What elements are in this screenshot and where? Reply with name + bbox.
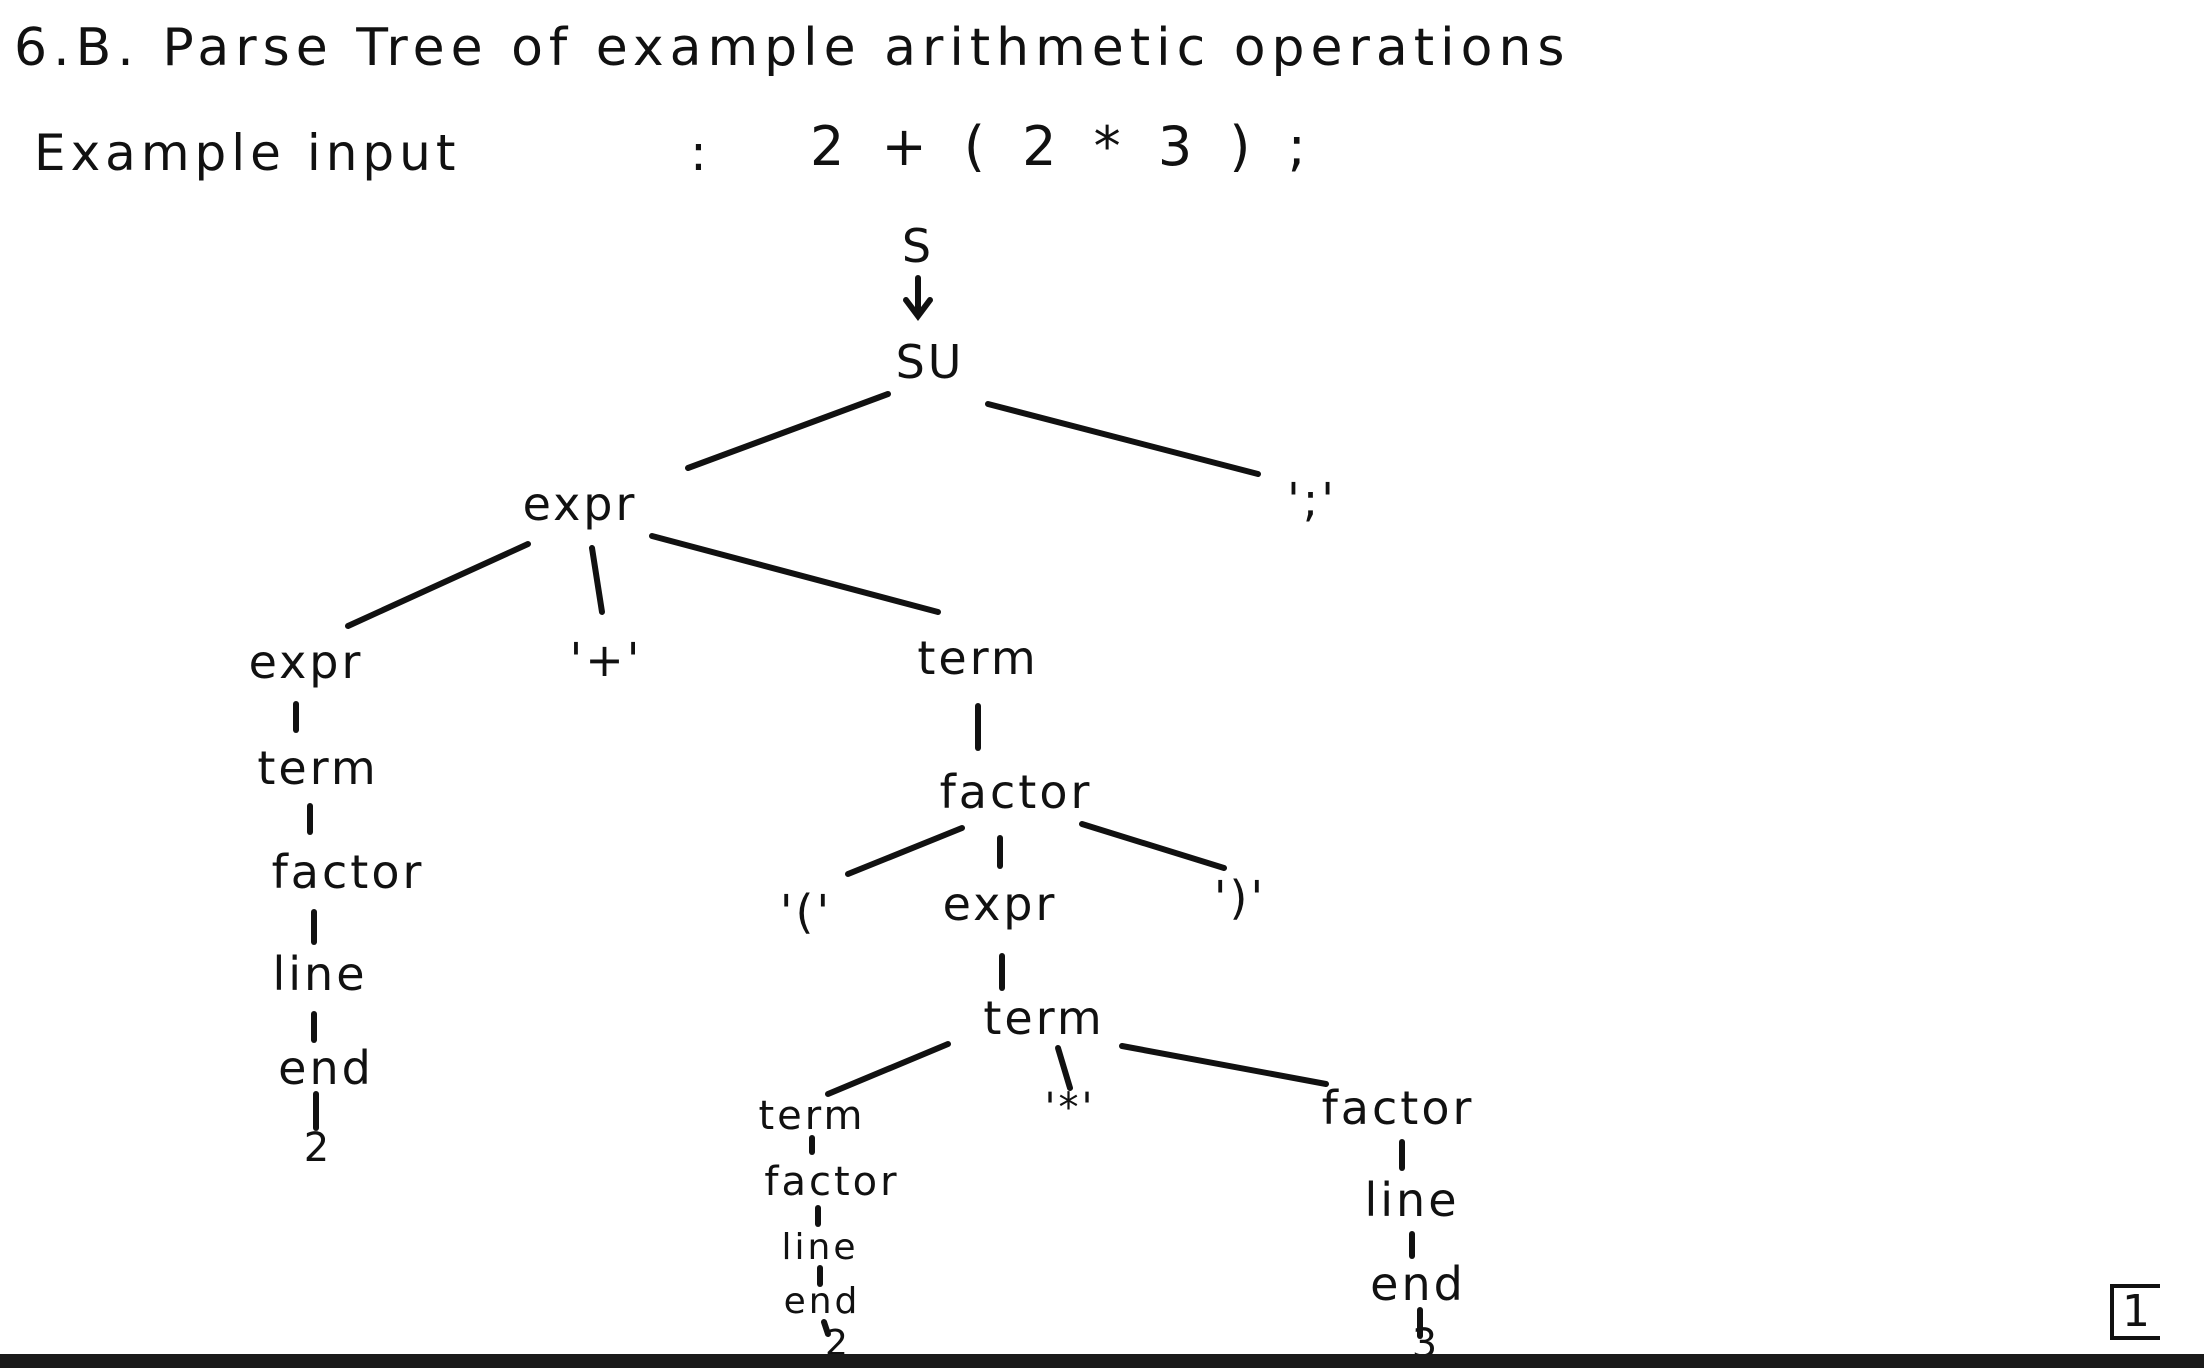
node-ml-line: line [781,1227,859,1268]
node-mr-end: end [1370,1257,1466,1311]
node-left-term: term [257,741,379,795]
page-number-box [2110,1284,2160,1340]
node-s: S [901,219,935,273]
node-ml-value: 2 [825,1323,851,1364]
page-title: 6.B. Parse Tree of example arithmetic op… [14,18,1571,78]
node-left-factor: factor [271,845,425,899]
node-expr-top: expr [522,477,638,531]
node-term-right: term [917,631,1039,685]
node-rparen: ')' [1213,871,1267,925]
node-term-inner: term [983,991,1105,1045]
edge-factor-lparen [845,825,965,877]
edge-term-star [1055,1045,1073,1091]
node-expr-left: expr [248,635,364,689]
edge-expr-expr [345,541,531,629]
example-input-label: Example input [34,124,461,182]
node-left-line: line [272,947,368,1001]
edge-su-semicolon [985,401,1261,477]
edge-s-su-arrowhead [903,297,933,321]
example-input-value: 2 + ( 2 * 3 ) ; [810,115,1316,178]
page-number: 1 [2122,1286,2150,1337]
example-input-colon: : [690,124,707,182]
edge-factor-rparen [1079,821,1227,871]
node-plus: '+' [569,633,643,687]
node-mr-line: line [1364,1173,1460,1227]
edge-expr-plus [589,545,605,615]
node-factor-paren: factor [939,765,1093,819]
edge-expr-term [649,533,941,615]
node-lparen: '(' [779,885,833,939]
node-semicolon: ';' [1287,473,1337,527]
edge-ml-end-value [821,1319,831,1337]
node-su: SU [895,335,965,389]
node-expr-inner: expr [942,877,1058,931]
edge-term-factor-right [1119,1043,1329,1087]
node-term-mul-left: term [758,1093,866,1139]
edge-su-expr [685,391,891,471]
node-ml-factor: factor [764,1159,900,1205]
node-ml-end: end [783,1281,861,1322]
node-left-end: end [278,1041,374,1095]
node-left-value: 2 [303,1125,333,1171]
node-star: '*' [1044,1085,1096,1131]
node-factor-mul-right: factor [1321,1081,1475,1135]
bottom-rule [0,1354,2204,1368]
edge-term-term [825,1041,951,1097]
